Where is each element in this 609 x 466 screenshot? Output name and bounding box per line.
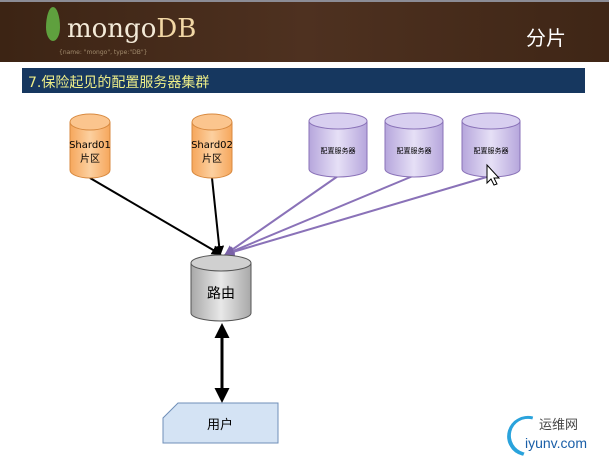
arrows (89, 175, 491, 403)
arrow-config3-router (224, 175, 491, 257)
watermark: 运维网 iyunv.com (499, 408, 605, 464)
watermark-en: iyunv.com (525, 435, 587, 451)
arrow-shard01-router (89, 177, 222, 256)
shard02-node: Shard02 片区 (191, 113, 233, 179)
router-node: 路由 (190, 254, 252, 322)
svg-text:配置服务器: 配置服务器 (397, 146, 432, 155)
arrow-config1-router (224, 175, 339, 256)
config-server-2: 配置服务器 (384, 112, 444, 178)
arrow-config2-router (224, 175, 414, 256)
arrow-shard02-router (211, 177, 225, 256)
slide-header: mongoDB {name: "mongo", type:"DB"} 分片 (0, 0, 609, 62)
svg-text:片区: 片区 (80, 152, 100, 165)
svg-text:配置服务器: 配置服务器 (321, 146, 356, 155)
watermark-cn: 运维网 (539, 418, 579, 433)
user-node: 用户 (162, 402, 279, 444)
svg-text:Shard01: Shard01 (69, 140, 111, 151)
slide-title-bar: 7.保险起见的配置服务器集群 (22, 68, 585, 93)
svg-text:配置服务器: 配置服务器 (474, 146, 509, 155)
shard01-node: Shard01 片区 (69, 113, 111, 179)
svg-text:片区: 片区 (202, 152, 222, 165)
header-title: 分片 (526, 26, 566, 50)
logo-tagline: {name: "mongo", type:"DB"} (59, 49, 148, 56)
mongodb-logo: mongoDB (67, 14, 197, 44)
svg-text:路由: 路由 (207, 286, 235, 302)
config-server-1: 配置服务器 (308, 112, 368, 178)
mouse-cursor-icon (486, 163, 501, 186)
mongodb-leaf-icon (46, 7, 60, 41)
slide-title: 7.保险起见的配置服务器集群 (28, 75, 210, 91)
svg-text:用户: 用户 (207, 417, 233, 433)
config-server-3: 配置服务器 (461, 112, 521, 178)
svg-text:Shard02: Shard02 (191, 140, 233, 151)
